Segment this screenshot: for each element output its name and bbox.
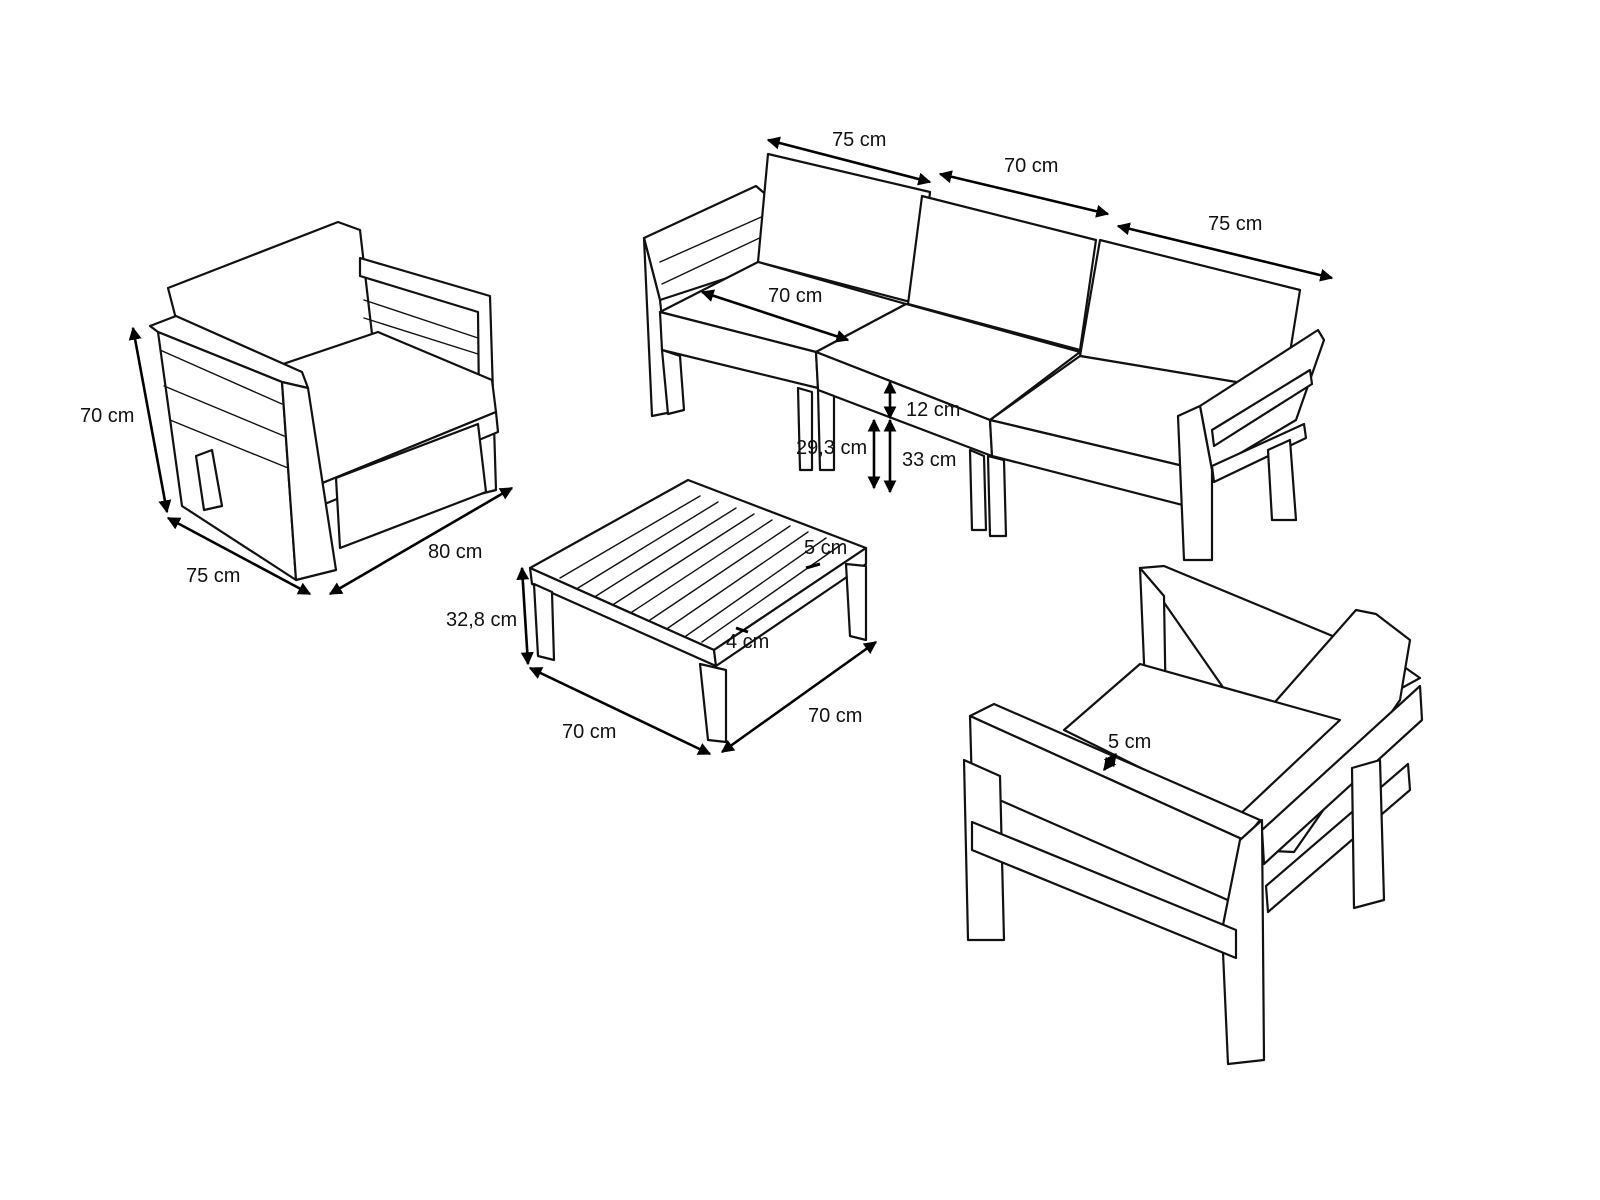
table-width-label: 70 cm bbox=[808, 705, 862, 727]
sofa-right-width-arrow bbox=[1116, 222, 1334, 282]
sofa-right-width-label: 75 cm bbox=[1208, 213, 1262, 235]
table-leg-left bbox=[532, 582, 556, 662]
table-slats bbox=[559, 495, 843, 643]
sofa-cushion-thickness-label: 12 cm bbox=[906, 399, 960, 421]
right-armchair bbox=[962, 564, 1424, 1066]
sofa-seat-depth-label: 70 cm bbox=[768, 285, 822, 307]
sofa-right-arm-front bbox=[1176, 404, 1214, 562]
dimension-labels: 70 cm 75 cm 80 cm 75 cm 70 cm 75 cm 70 c… bbox=[80, 129, 1262, 753]
table-leg-right bbox=[844, 562, 868, 642]
coffee-table bbox=[528, 478, 868, 744]
right-armchair-front-rail bbox=[970, 820, 1238, 960]
table-top-front-right bbox=[712, 546, 868, 668]
left-armchair-back-leg bbox=[194, 448, 224, 512]
table-height-label: 32,8 cm bbox=[446, 609, 517, 631]
right-armchair-frame-label: 5 cm bbox=[1108, 731, 1151, 753]
left-armchair-width-label: 80 cm bbox=[428, 541, 482, 563]
dimension-arrows bbox=[128, 136, 1334, 772]
table-slat-gap-label: 4 cm bbox=[726, 631, 769, 653]
table-slat-gap-tick bbox=[735, 626, 749, 634]
sofa-inner-height-label: 29,3 cm bbox=[796, 437, 867, 459]
sofa-leg-2 bbox=[796, 386, 814, 472]
left-armchair-height-label: 70 cm bbox=[80, 405, 134, 427]
table-leg-front bbox=[698, 662, 728, 744]
table-height-arrow bbox=[516, 566, 534, 666]
table-width-arrow bbox=[720, 640, 878, 754]
sofa-seat-depth-arrow bbox=[700, 289, 850, 343]
left-armchair-height-arrow bbox=[128, 326, 172, 514]
table-slat-width-tick bbox=[805, 562, 821, 570]
sofa-leg-3 bbox=[816, 388, 836, 472]
table-length-label: 70 cm bbox=[562, 721, 616, 743]
sofa-left-width-arrow bbox=[766, 136, 932, 186]
right-armchair-back-right-leg bbox=[1350, 758, 1386, 910]
sofa-seat-height-label: 33 cm bbox=[902, 449, 956, 471]
right-armchair-frame-arrow bbox=[1102, 752, 1118, 772]
table-length-arrow bbox=[528, 666, 712, 756]
sofa-middle-width-label: 70 cm bbox=[1004, 155, 1058, 177]
sofa-leg-1 bbox=[660, 348, 686, 416]
sofa-leg-5 bbox=[986, 454, 1008, 538]
table-slat-width-label: 5 cm bbox=[804, 537, 847, 559]
left-armchair-width-arrow bbox=[328, 486, 514, 596]
sofa-right-arm-rail-2 bbox=[1210, 422, 1308, 484]
right-armchair-right-rail-1 bbox=[1260, 684, 1424, 866]
left-armchair-depth-arrow bbox=[166, 516, 312, 596]
right-armchair-front-right-leg bbox=[1220, 818, 1266, 1066]
sofa-leg-4 bbox=[968, 448, 988, 532]
left-armchair-depth-label: 75 cm bbox=[186, 565, 240, 587]
sofa-right-back-leg bbox=[1266, 438, 1298, 522]
sofa-middle-width-arrow bbox=[938, 170, 1110, 218]
sofa-right-arm-rail-1 bbox=[1210, 368, 1314, 448]
sofa-corner-width-label: 75 cm bbox=[832, 129, 886, 151]
